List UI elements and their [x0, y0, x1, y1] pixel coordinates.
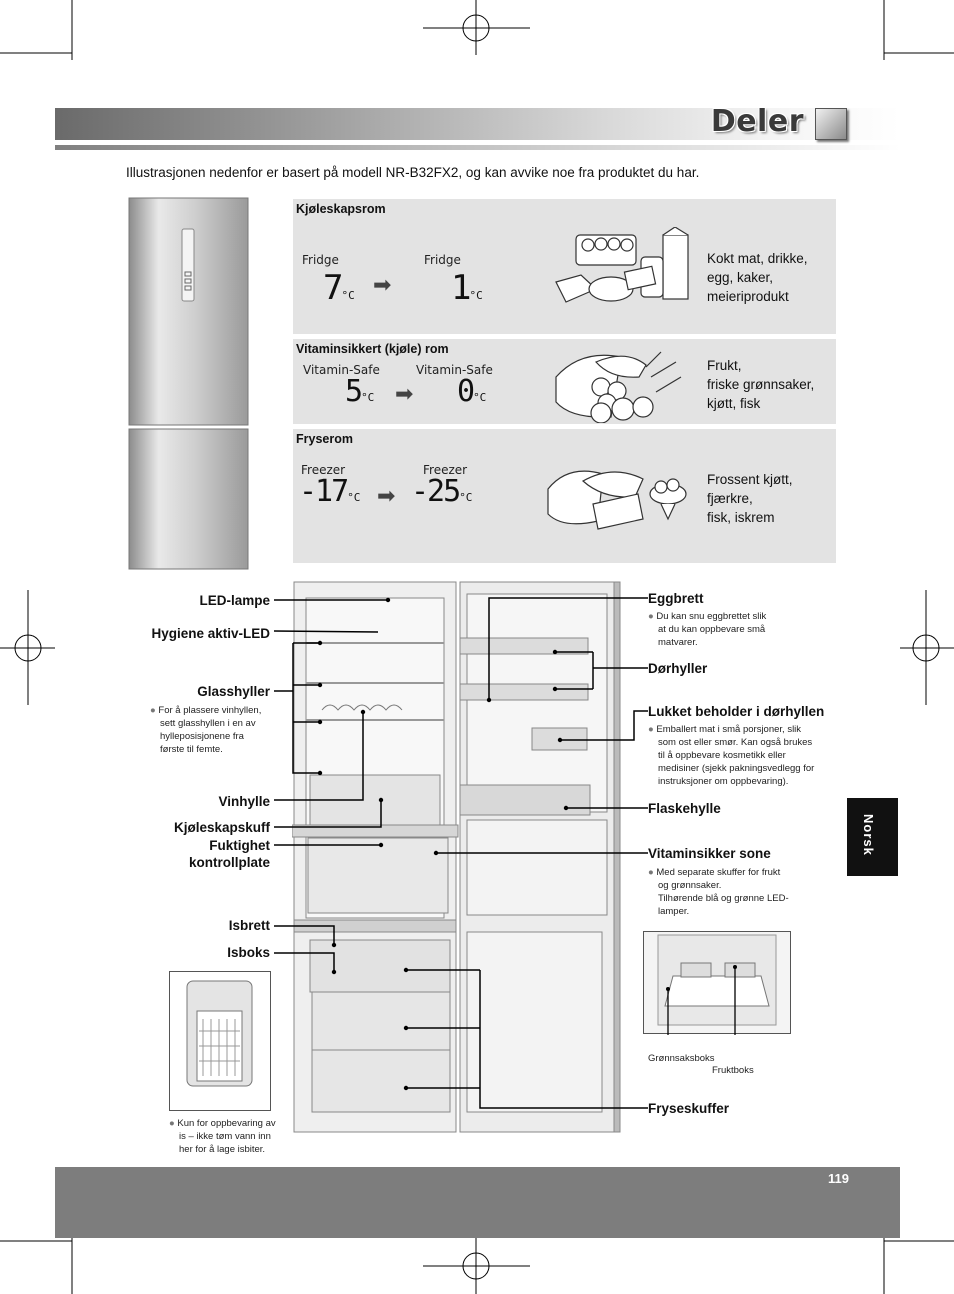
arrow-right-icon: ➡ — [377, 483, 396, 508]
label-chill-drawer: Kjøleskapskuff — [173, 820, 270, 835]
frozen-food-illustration — [547, 470, 687, 530]
note-line: første til femte. — [160, 744, 223, 755]
temp-display: 0°C — [457, 374, 487, 409]
label-glass-shelves: Glasshyller — [197, 684, 270, 699]
header-bar — [55, 108, 900, 140]
label-door-shelves: Dørhyller — [648, 661, 708, 676]
arrow-right-icon: ➡ — [395, 381, 414, 406]
panel-vitamin-safe: Vitaminsikkert (kjøle) rom Vitamin-Safe … — [293, 339, 836, 424]
panel-fridge: Kjøleskapsrom Fridge 7°C ➡ Fridge 1°C Ko… — [293, 199, 836, 334]
note-line: matvarer. — [658, 637, 698, 648]
ice-box-inset — [169, 971, 271, 1111]
temp-display: 7°C — [323, 268, 355, 308]
temp-display: -25°C — [411, 474, 473, 509]
note-line: Med separate skuffer for frukt — [656, 867, 781, 878]
panel-title: Vitaminsikkert (kjøle) rom — [296, 342, 449, 356]
caption-veg-box: Grønnsaksboks — [648, 1053, 715, 1064]
intro-text: Illustrasjonen nedenfor er basert på mod… — [126, 165, 700, 180]
note-glass-shelves: ● For å plassere vinhyllen, sett glasshy… — [150, 705, 262, 755]
display-label: Vitamin-Safe — [303, 363, 380, 377]
panel-title: Kjøleskapsrom — [296, 202, 386, 216]
temp-display: 5°C — [345, 374, 375, 409]
foods-line: kjøtt, fisk — [707, 396, 761, 411]
note-line: For å plassere vinhyllen, — [158, 705, 262, 716]
note-closed-container: ● Emballert mat i små porsjoner, slik so… — [648, 724, 815, 787]
note-ice-box: ● Kun for oppbevaring av is – ikke tøm v… — [169, 1118, 276, 1155]
label-egg-tray: Eggbrett — [648, 591, 704, 606]
header-rule — [55, 145, 900, 150]
page-number: 119 — [828, 1171, 849, 1186]
foods-line: friske grønnsaker, — [707, 377, 815, 392]
foods-text: Frossent kjøtt, fjærkre, fisk, iskrem — [707, 470, 793, 527]
caption-fruit-box: Fruktboks — [712, 1065, 754, 1076]
title-square-icon — [815, 108, 847, 140]
label-hygiene-led: Hygiene aktiv-LED — [151, 626, 270, 641]
label-humidity-plate: Fuktighet kontrollplate — [120, 837, 270, 871]
note-line: lamper. — [658, 906, 690, 917]
language-tab: Norsk — [847, 798, 898, 876]
note-line: instruksjoner om oppbevaring). — [658, 776, 789, 787]
label-line: kontrollplate — [188, 855, 270, 870]
fruit-vegetable-illustration — [555, 351, 682, 423]
foods-line: fisk, iskrem — [707, 510, 775, 525]
foods-text: Frukt, friske grønnsaker, kjøtt, fisk — [707, 356, 814, 413]
label-led-lamp: LED-lampe — [199, 593, 270, 608]
label-freezer-drawers: Fryseskuffer — [648, 1101, 730, 1116]
note-line: is – ikke tøm vann inn — [179, 1131, 271, 1142]
note-line: sett glasshyllen i en av — [160, 718, 256, 729]
label-ice-box: Isboks — [227, 945, 270, 960]
display-label: Freezer — [301, 463, 346, 477]
language-tab-label: Norsk — [861, 814, 876, 856]
note-line: Emballert mat i små porsjoner, slik — [656, 724, 802, 735]
note-line: hylleposisjonene fra — [160, 731, 244, 742]
note-line: at du kan oppbevare små — [658, 624, 766, 635]
foods-text: Kokt mat, drikke, egg, kaker, meieriprod… — [707, 251, 808, 304]
fridge-interior-illustration — [292, 581, 621, 1133]
note-line: medisiner (sjekk pakningsvedlegg for — [658, 763, 815, 774]
footer-bar — [55, 1167, 900, 1238]
foods-line: Frukt, — [707, 358, 742, 373]
note-egg-tray: ● Du kan snu eggbrettet slik at du kan o… — [648, 611, 767, 648]
note-line: som ost eller smør. Kan også brukes — [658, 737, 813, 748]
note-line: Kun for oppbevaring av — [177, 1118, 276, 1129]
note-vitamin-zone: ● Med separate skuffer for frukt og grøn… — [648, 867, 789, 917]
foods-line: Frossent kjøtt, — [707, 472, 793, 487]
fridge-exterior-illustration — [128, 197, 249, 570]
note-line: Du kan snu eggbrettet slik — [656, 611, 767, 622]
label-vitamin-zone: Vitaminsikker sone — [648, 846, 771, 861]
note-line: og grønnsaker. — [658, 880, 722, 891]
note-line: til å oppbevare kosmetikk eller — [658, 750, 786, 761]
note-line: Tilhørende blå og grønne LED- — [658, 893, 789, 904]
display-label: Freezer — [423, 463, 468, 477]
vitamin-zone-inset — [643, 931, 791, 1035]
label-line: Fuktighet — [209, 838, 270, 853]
temp-display: 1°C — [451, 268, 483, 308]
dairy-food-illustration — [555, 227, 689, 303]
page-title: Deler — [710, 104, 804, 139]
label-bottle-shelf: Flaskehylle — [648, 801, 721, 816]
temp-display: -17°C — [299, 474, 361, 509]
panel-title: Fryserom — [296, 432, 353, 446]
label-closed-container: Lukket beholder i dørhyllen — [648, 704, 825, 719]
note-line: her for å lage isbiter. — [179, 1144, 266, 1155]
foods-line: fjærkre, — [707, 491, 753, 506]
display-label: Vitamin-Safe — [416, 363, 493, 377]
display-label: Fridge — [424, 253, 461, 267]
display-label: Fridge — [302, 253, 339, 267]
label-ice-tray: Isbrett — [228, 918, 270, 933]
arrow-right-icon: ➡ — [373, 272, 392, 297]
label-wine-rack: Vinhylle — [218, 794, 270, 809]
panel-freezer: Fryserom Freezer -17°C ➡ Freezer -25°C F… — [293, 429, 836, 563]
